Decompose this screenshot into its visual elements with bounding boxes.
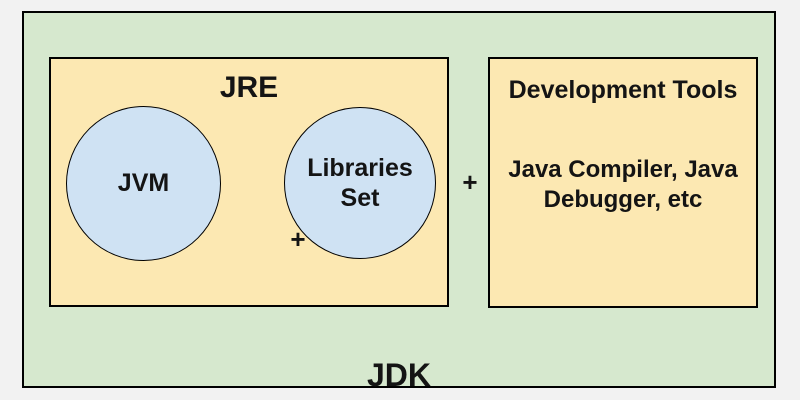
libraries-set-circle: Libraries Set xyxy=(284,107,436,259)
libraries-set-label: Libraries Set xyxy=(307,153,413,213)
jre-title: JRE xyxy=(219,71,279,104)
development-tools-box: Development Tools Java Compiler, Java De… xyxy=(488,57,758,308)
jvm-circle: JVM xyxy=(66,106,221,261)
jdk-label: JDK xyxy=(366,357,431,393)
jre-box: JRE JVM + Libraries Set xyxy=(49,57,449,307)
jvm-label: JVM xyxy=(117,169,170,198)
development-tools-title: Development Tools xyxy=(508,76,738,104)
development-tools-body: Java Compiler, Java Debugger, etc xyxy=(508,156,738,213)
plus-sign-outer: + xyxy=(462,167,478,197)
jdk-box: JRE JVM + Libraries Set + Development To… xyxy=(22,11,776,393)
